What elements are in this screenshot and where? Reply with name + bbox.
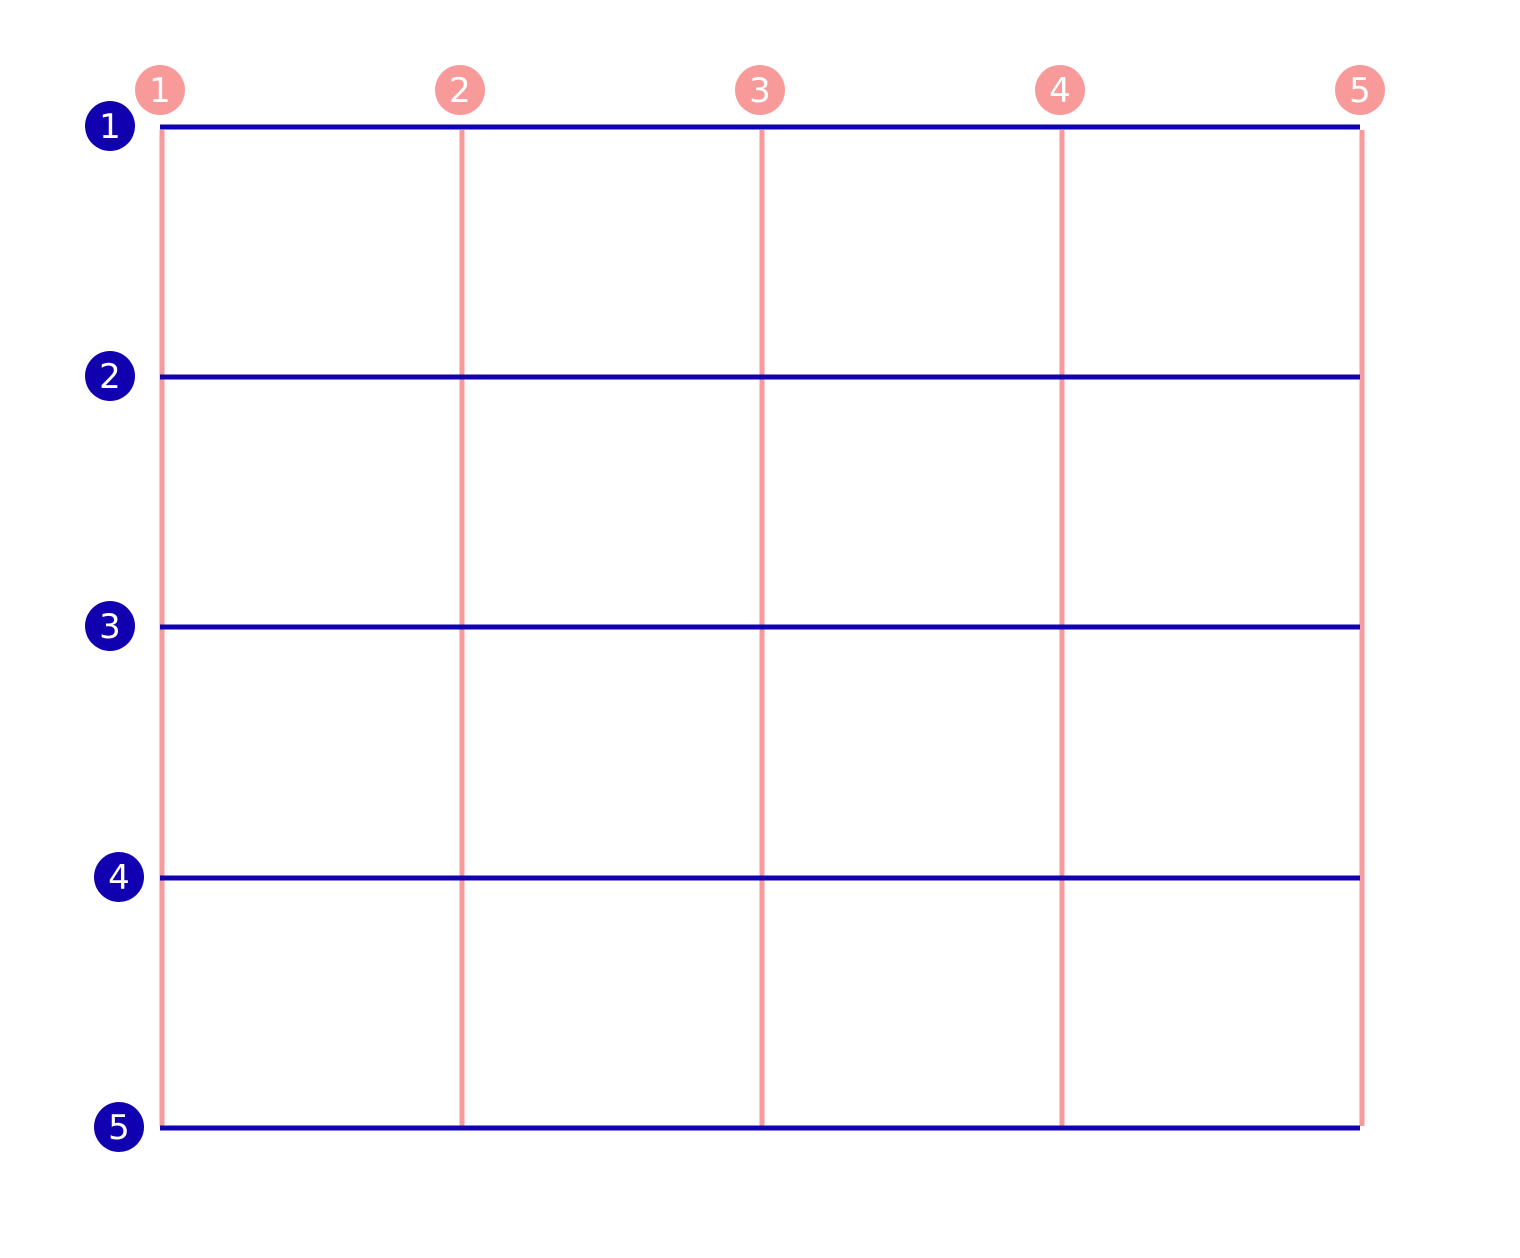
column-marker-1: 1 [135, 65, 185, 115]
row-marker-1: 1 [85, 101, 135, 151]
row-marker-label: 5 [108, 1108, 130, 1148]
column-marker-label: 4 [1049, 71, 1071, 111]
row-marker-circle [94, 852, 144, 902]
column-marker-circle [435, 65, 485, 115]
column-marker-4: 4 [1035, 65, 1085, 115]
column-marker-label: 2 [449, 71, 471, 111]
column-marker-circle [735, 65, 785, 115]
row-marker-label: 3 [99, 607, 121, 647]
row-line-markers: 1 2 3 4 5 [85, 101, 144, 1152]
row-marker-circle [85, 601, 135, 651]
row-marker-4: 4 [94, 852, 144, 902]
column-line-markers: 1 2 3 4 5 [135, 65, 1385, 115]
column-marker-label: 5 [1349, 71, 1371, 111]
column-marker-circle [135, 65, 185, 115]
row-marker-5: 5 [94, 1102, 144, 1152]
column-marker-circle [1335, 65, 1385, 115]
row-marker-circle [85, 351, 135, 401]
row-marker-circle [85, 101, 135, 151]
row-marker-circle [94, 1102, 144, 1152]
row-marker-label: 4 [108, 858, 130, 898]
row-marker-label: 1 [99, 107, 121, 147]
column-marker-2: 2 [435, 65, 485, 115]
row-lines [160, 124, 1360, 1131]
row-marker-2: 2 [85, 351, 135, 401]
column-marker-3: 3 [735, 65, 785, 115]
column-marker-label: 3 [749, 71, 771, 111]
column-marker-label: 1 [149, 71, 171, 111]
column-marker-5: 5 [1335, 65, 1385, 115]
row-marker-label: 2 [99, 357, 121, 397]
row-marker-3: 3 [85, 601, 135, 651]
column-marker-circle [1035, 65, 1085, 115]
